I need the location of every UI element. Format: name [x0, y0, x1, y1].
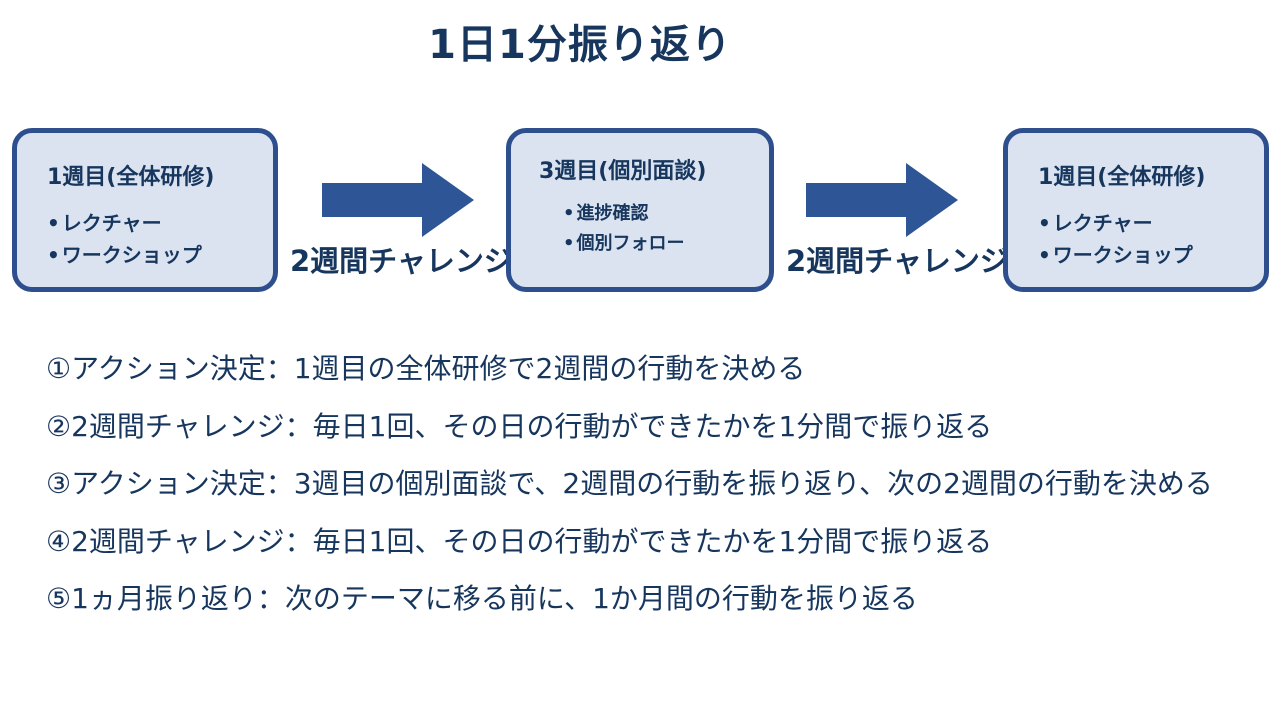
arrow-label: 2週間チャレンジ — [290, 244, 513, 278]
phase-box-title: 1週目(全体研修) — [1038, 165, 1206, 190]
phase-box-list: レクチャー ワークショップ — [1038, 207, 1264, 271]
phase-box-week3: 3週目(個別面談) 進捗確認 個別フォロー — [506, 128, 774, 292]
phase-box-item: ワークショップ — [47, 239, 273, 271]
right-arrow-icon — [322, 163, 474, 237]
phase-box-item: ワークショップ — [1038, 239, 1264, 271]
step-item: ⑤1ヵ月振り返り：次のテーマに移る前に、1か月間の行動を振り返る — [46, 582, 918, 615]
phase-box-list: レクチャー ワークショップ — [47, 207, 273, 271]
step-item: ②2週間チャレンジ：毎日1回、その日の行動ができたかを1分間で振り返る — [46, 409, 993, 443]
step-item: ④2週間チャレンジ：毎日1回、その日の行動ができたかを1分間で振り返る — [46, 524, 993, 558]
phase-box-item: 進捗確認 — [563, 199, 769, 229]
phase-box-next-week1: 1週目(全体研修) レクチャー ワークショップ — [1003, 128, 1269, 292]
phase-box-week1: 1週目(全体研修) レクチャー ワークショップ — [12, 128, 278, 292]
phase-box-title: 3週目(個別面談) — [539, 159, 707, 184]
step-item: ③アクション決定：3週目の個別面談で、2週間の行動を振り返り、次の2週間の行動を… — [46, 467, 1213, 500]
right-arrow-icon — [806, 163, 958, 237]
arrow-label: 2週間チャレンジ — [786, 244, 1009, 278]
phase-box-item: レクチャー — [47, 207, 273, 239]
phase-box-title: 1週目(全体研修) — [47, 165, 215, 190]
phase-box-item: レクチャー — [1038, 207, 1264, 239]
phase-box-item: 個別フォロー — [563, 229, 769, 259]
step-list: ①アクション決定：1週目の全体研修で2週間の行動を決める ②2週間チャレンジ：毎… — [46, 340, 1213, 628]
slide-title: 1日1分振り返り — [428, 22, 732, 68]
phase-box-list: 進捗確認 個別フォロー — [539, 199, 769, 259]
step-item: ①アクション決定：1週目の全体研修で2週間の行動を決める — [46, 352, 806, 385]
